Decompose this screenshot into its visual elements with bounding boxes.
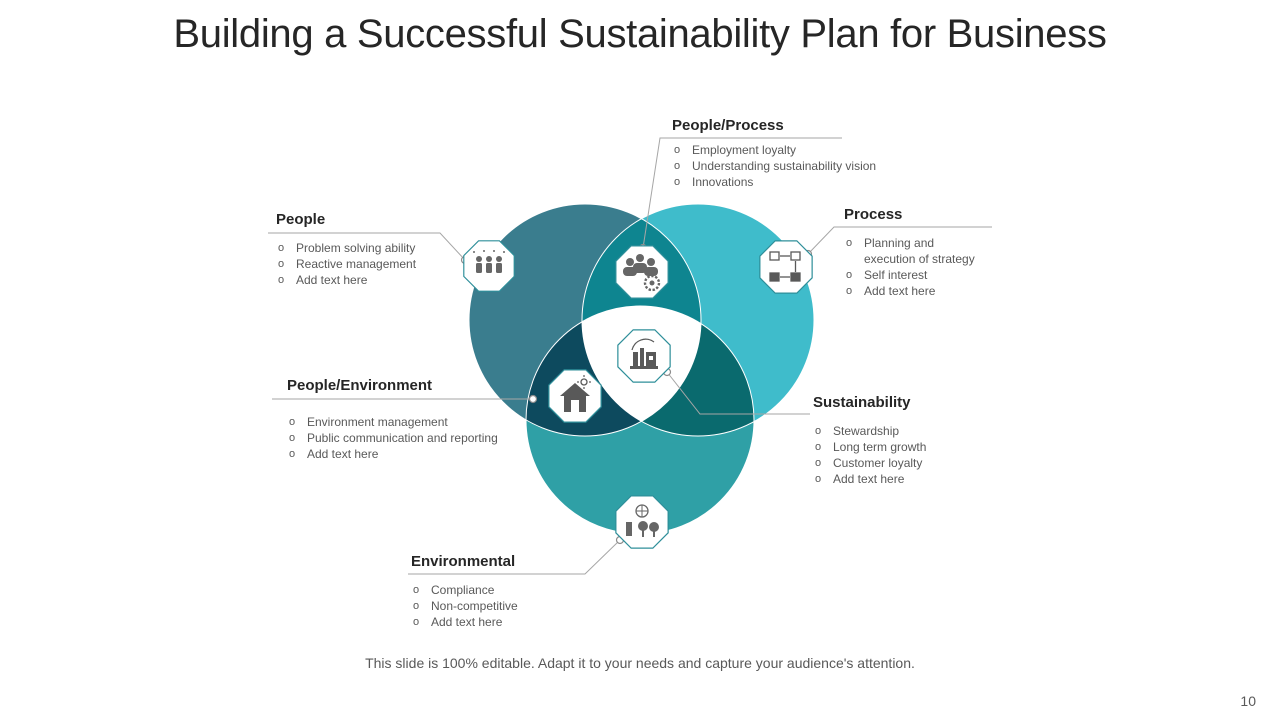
list-item: Add text here (844, 283, 975, 299)
process-block: Process Planning and execution of strate… (844, 206, 975, 299)
list-item: Public communication and reporting (287, 430, 498, 446)
people-block: People Problem solving ability Reactive … (276, 211, 416, 288)
list-item: Understanding sustainability vision (672, 158, 876, 174)
sustainability-block: Sustainability Stewardship Long term gro… (813, 394, 926, 487)
list-item: Problem solving ability (276, 240, 416, 256)
connector-people (268, 232, 466, 261)
list-item: Compliance (411, 582, 518, 598)
list-item-continuation: execution of strategy (864, 252, 975, 266)
connector-process (807, 226, 992, 255)
environmental-heading: Environmental (411, 553, 516, 570)
environmental-block: Environmental Compliance Non-competitive… (411, 553, 518, 630)
list-item: Add text here (276, 272, 416, 288)
list-item: Planning and (844, 235, 975, 251)
process-flow-icon (759, 240, 813, 294)
list-item: Add text here (813, 471, 926, 487)
list-item: Environment management (287, 414, 498, 430)
people-process-block: People/Process Employment loyalty Unders… (672, 117, 876, 190)
list-item: Reactive management (276, 256, 416, 272)
list-item: Long term growth (813, 439, 926, 455)
group-of-people-icon (463, 240, 515, 292)
list-item: Customer loyalty (813, 455, 926, 471)
trees-and-globe-icon (615, 495, 669, 549)
list-item: Add text here (411, 614, 518, 630)
people-heading: People (276, 211, 326, 228)
sustainable-factory-icon (617, 329, 671, 383)
list-item: Innovations (672, 174, 876, 190)
list-item: Stewardship (813, 423, 926, 439)
eco-house-icon (548, 369, 602, 423)
list-item: Non-competitive (411, 598, 518, 614)
page-title: Building a Successful Sustainability Pla… (173, 12, 1107, 56)
people-process-heading: People/Process (672, 117, 784, 134)
sustainability-heading: Sustainability (813, 394, 911, 411)
connector-environmental (408, 539, 621, 575)
list-item: Employment loyalty (672, 142, 876, 158)
connector-people-process (642, 137, 842, 249)
team-with-gear-icon (615, 245, 669, 299)
page-number: 10 (1240, 693, 1256, 709)
footer-note: This slide is 100% editable. Adapt it to… (365, 655, 915, 671)
connector-sustainability (666, 371, 810, 415)
list-item: Self interest (844, 267, 975, 283)
process-heading: Process (844, 206, 903, 223)
list-item: Add text here (287, 446, 498, 462)
people-environment-heading: People/Environment (287, 377, 433, 394)
people-environment-block: People/Environment Environment managemen… (287, 377, 498, 462)
